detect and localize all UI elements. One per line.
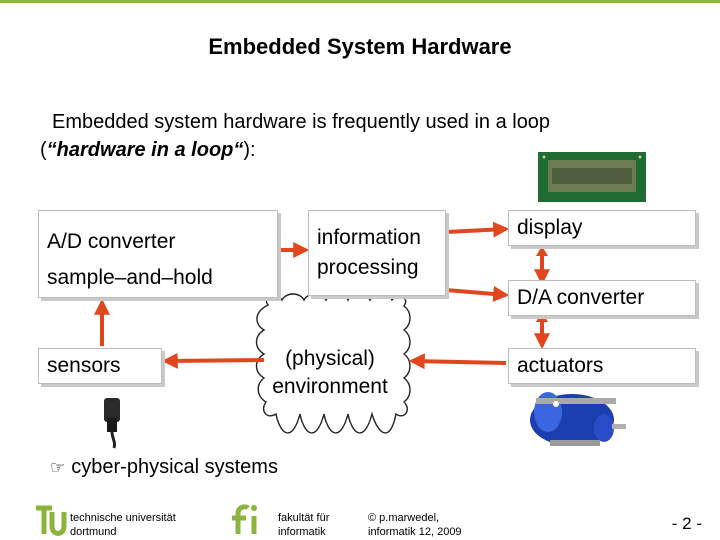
footer-university: technische universität dortmund [70, 511, 176, 539]
fi-logo [232, 504, 257, 534]
motor-picture [530, 392, 626, 446]
arrow-info-to-da [445, 285, 510, 302]
physical-label: (physical) [285, 347, 375, 370]
environment-word-label: environment [272, 375, 388, 398]
slide-title: Embedded System Hardware [208, 34, 512, 59]
sensor-picture [104, 398, 120, 449]
footer-copyright-line2: informatik 12, 2009 [368, 526, 462, 538]
top-rule [0, 0, 720, 3]
sensors-box: sensors [38, 348, 162, 384]
ad-converter-box: A/D converter sample–and–hold [38, 210, 278, 298]
da-converter-box: D/A converter [508, 280, 696, 316]
bullet-text: cyber-physical systems [71, 456, 278, 478]
intro-paren-open: ( [40, 139, 47, 161]
footer-faculty-line2: informatik [278, 526, 326, 538]
footer-copyright-line1: © p.marwedel, [368, 512, 440, 524]
arrowhead-da-down-up [536, 312, 548, 322]
footer-university-line2: dortmund [70, 526, 117, 538]
ad-converter-label: A/D converter [47, 230, 176, 253]
arrow-env-to-sensors [161, 352, 265, 369]
tu-logo [36, 505, 67, 536]
information-label: information [317, 226, 421, 249]
actuators-box: actuators [508, 348, 696, 384]
da-converter-label: D/A converter [517, 286, 645, 309]
footer-faculty: fakultät für informatik [278, 511, 329, 539]
display-box: display [508, 210, 696, 246]
footer-faculty-line1: fakultät für [278, 512, 330, 524]
intro-text: Embedded system hardware is frequently u… [40, 108, 680, 164]
environment-blob [255, 293, 411, 434]
pointing-hand-icon: ☞ [50, 458, 66, 477]
environment-label: (physical) environment [245, 345, 415, 401]
intro-emphasis: “hardware in a loop“ [46, 139, 244, 161]
footer-copyright: © p.marwedel, informatik 12, 2009 [368, 511, 462, 539]
bullet-cyber-physical: ☞ cyber-physical systems [50, 456, 278, 479]
intro-paren-close: ): [243, 139, 256, 161]
lcd-display-picture [538, 152, 646, 202]
arrowhead-display-down-up [536, 246, 548, 256]
footer-university-line1: technische universität [70, 512, 176, 524]
information-processing-box: information processing [308, 210, 446, 296]
sample-and-hold-label: sample–and–hold [47, 266, 213, 289]
intro-line-1: Embedded system hardware is frequently u… [52, 111, 551, 133]
display-label: display [517, 216, 583, 239]
sensors-label: sensors [47, 354, 121, 377]
arrow-actuators-to-env [408, 353, 507, 370]
actuators-label: actuators [517, 354, 604, 377]
intro-line-2: (“hardware in a loop“): [40, 136, 680, 164]
page-number: - 2 - [671, 514, 702, 533]
processing-label: processing [317, 256, 419, 279]
arrow-info-to-display [445, 221, 510, 238]
